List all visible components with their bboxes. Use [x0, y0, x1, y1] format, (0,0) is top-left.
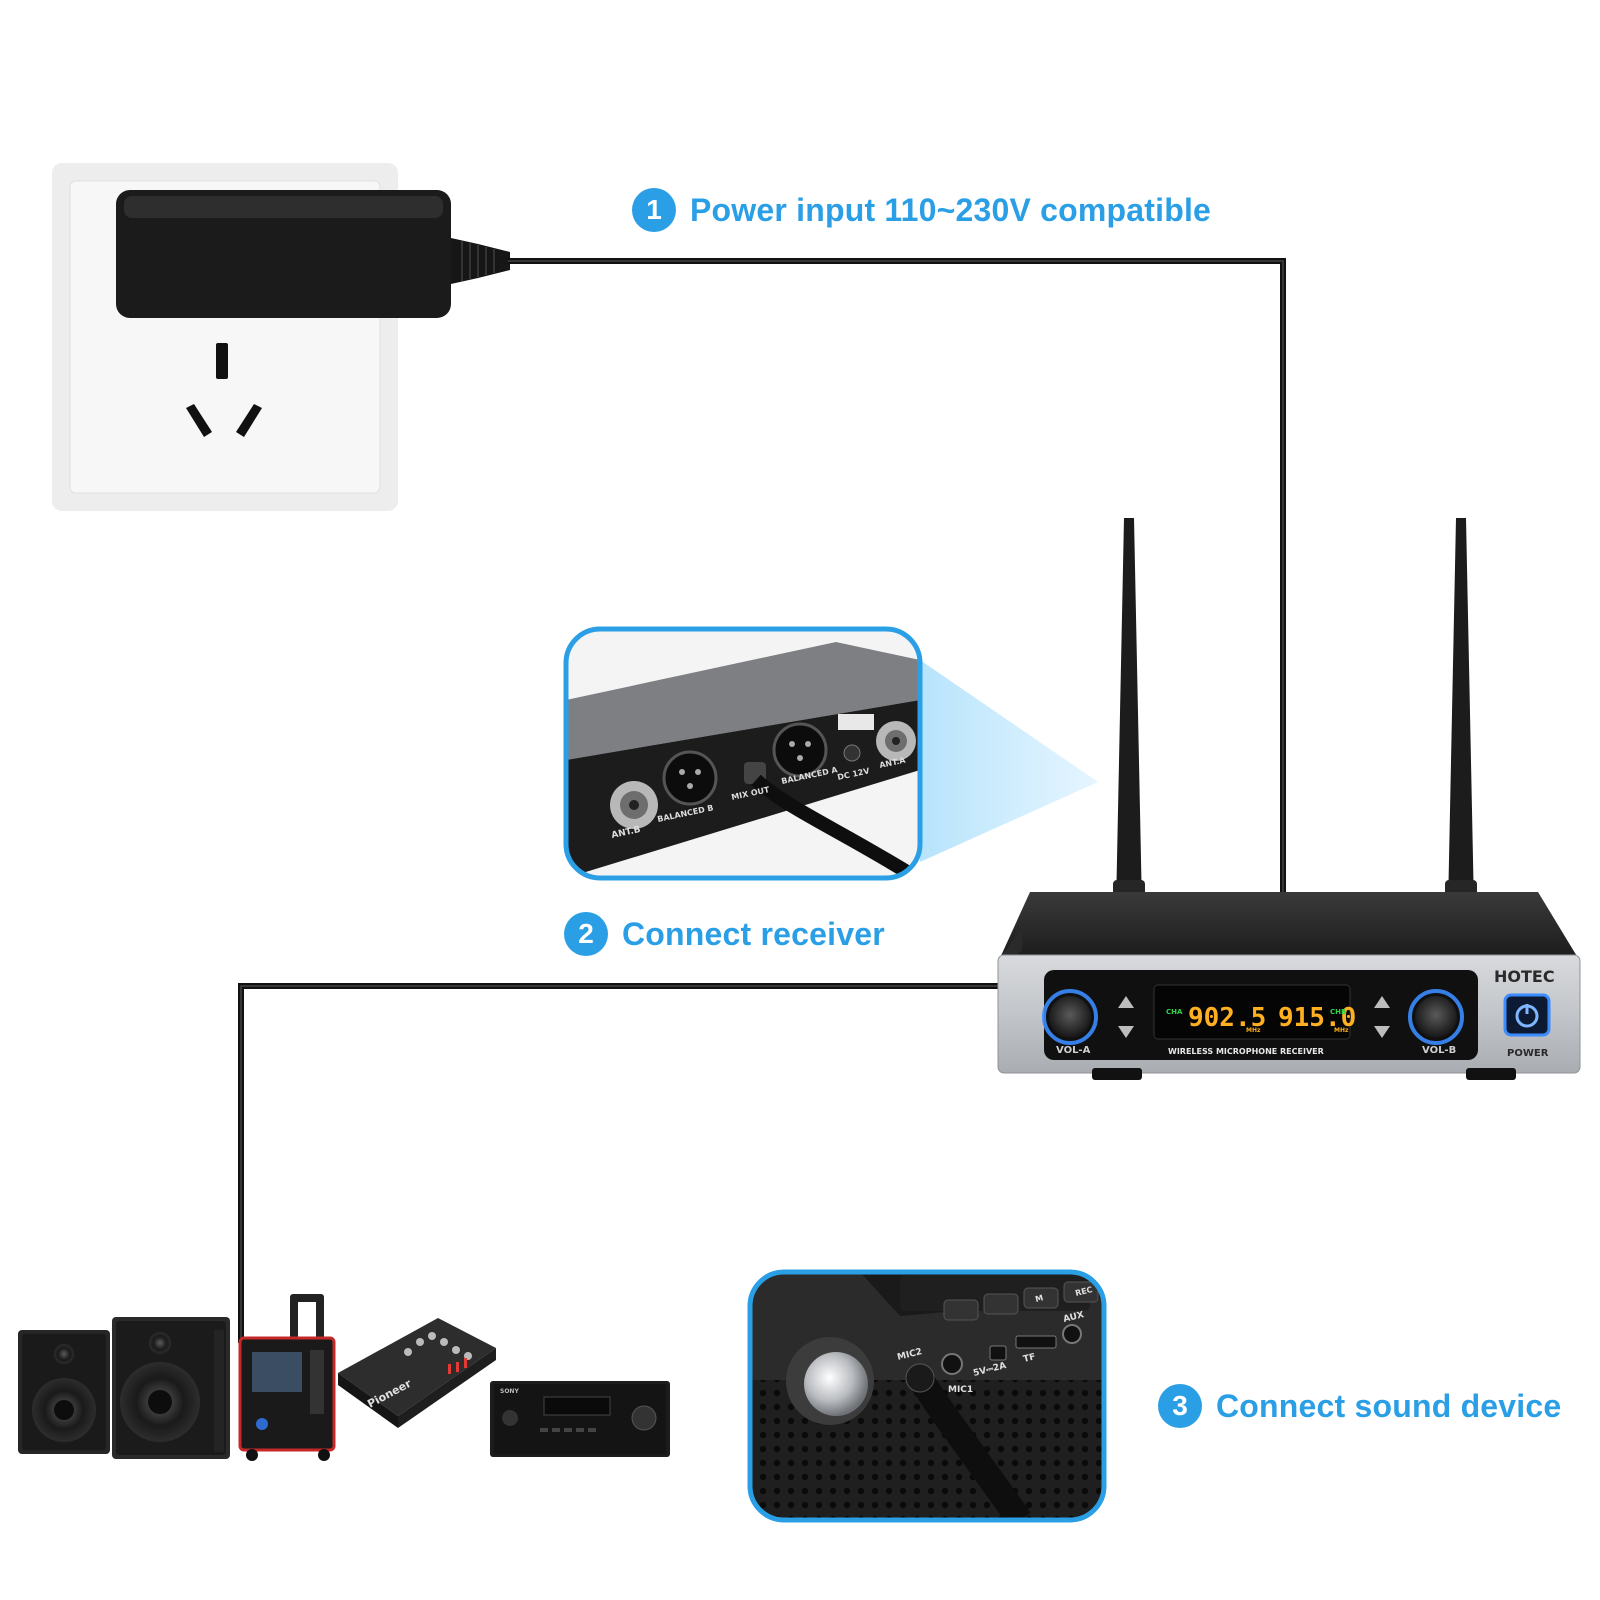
- antenna-right: [1445, 518, 1477, 908]
- panel-label-mic1: MIC1: [948, 1385, 973, 1395]
- power-cable-highlight: [508, 260, 1284, 897]
- rear-panel-callout: ANT.B BALANCED B MIX OUT BALANCED A DC 1…: [563, 626, 923, 881]
- power-label: POWER: [1507, 1048, 1549, 1059]
- step-1-badge: 1: [632, 188, 676, 232]
- step-3-label: 3 Connect sound device: [1158, 1384, 1561, 1428]
- wireless-receiver: VOL-A 902.5 915.0 CHA CHB MHz MHz WIRELE…: [997, 518, 1581, 1080]
- power-adapter: [116, 190, 510, 318]
- step-2-badge: 2: [564, 912, 608, 956]
- step-3-badge: 3: [1158, 1384, 1202, 1428]
- trolley-speaker: [238, 1294, 336, 1461]
- vol-a-label: VOL-A: [1056, 1045, 1091, 1056]
- display-a-frequency: 902.5: [1188, 1003, 1266, 1033]
- step-1-text: Power input 110~230V compatible: [690, 191, 1212, 228]
- sound-device-callout: MIC1 MIC2 5V⎓2A TF AUX REC M: [747, 1269, 1107, 1523]
- step-3-text: Connect sound device: [1216, 1387, 1562, 1424]
- speaker-right: [112, 1317, 230, 1459]
- display-caption: WIRELESS MICROPHONE RECEIVER: [1168, 1047, 1324, 1056]
- speaker-left: [18, 1330, 110, 1454]
- display-channel-b: CHB: [1330, 1008, 1346, 1016]
- antenna-left: [1113, 518, 1145, 908]
- display-channel-a: CHA: [1166, 1008, 1183, 1016]
- step-1-label: 1 Power input 110~230V compatible: [632, 188, 1211, 232]
- display-unit-b: MHz: [1334, 1027, 1349, 1034]
- display-unit-a: MHz: [1246, 1027, 1261, 1034]
- display-b-frequency: 915.0: [1278, 1003, 1356, 1033]
- audio-cable-highlight: [240, 985, 1003, 1343]
- brand-logo: HOTEC: [1494, 967, 1555, 986]
- step-2-text: Connect receiver: [622, 915, 885, 952]
- panel-label-aux: AUX: [1062, 1310, 1085, 1325]
- panel-label-rec: REC: [1074, 1285, 1093, 1298]
- sony-logo: SONY: [500, 1388, 519, 1395]
- dj-mixer: Pioneer: [338, 1318, 496, 1428]
- vol-b-label: VOL-B: [1422, 1045, 1456, 1056]
- step-2-label: 2 Connect receiver: [564, 912, 885, 956]
- av-receiver: SONY: [490, 1381, 670, 1457]
- panel-label-m: M: [1034, 1293, 1044, 1304]
- panel-label-tf: TF: [1022, 1352, 1036, 1365]
- callout-beam: [920, 660, 1098, 862]
